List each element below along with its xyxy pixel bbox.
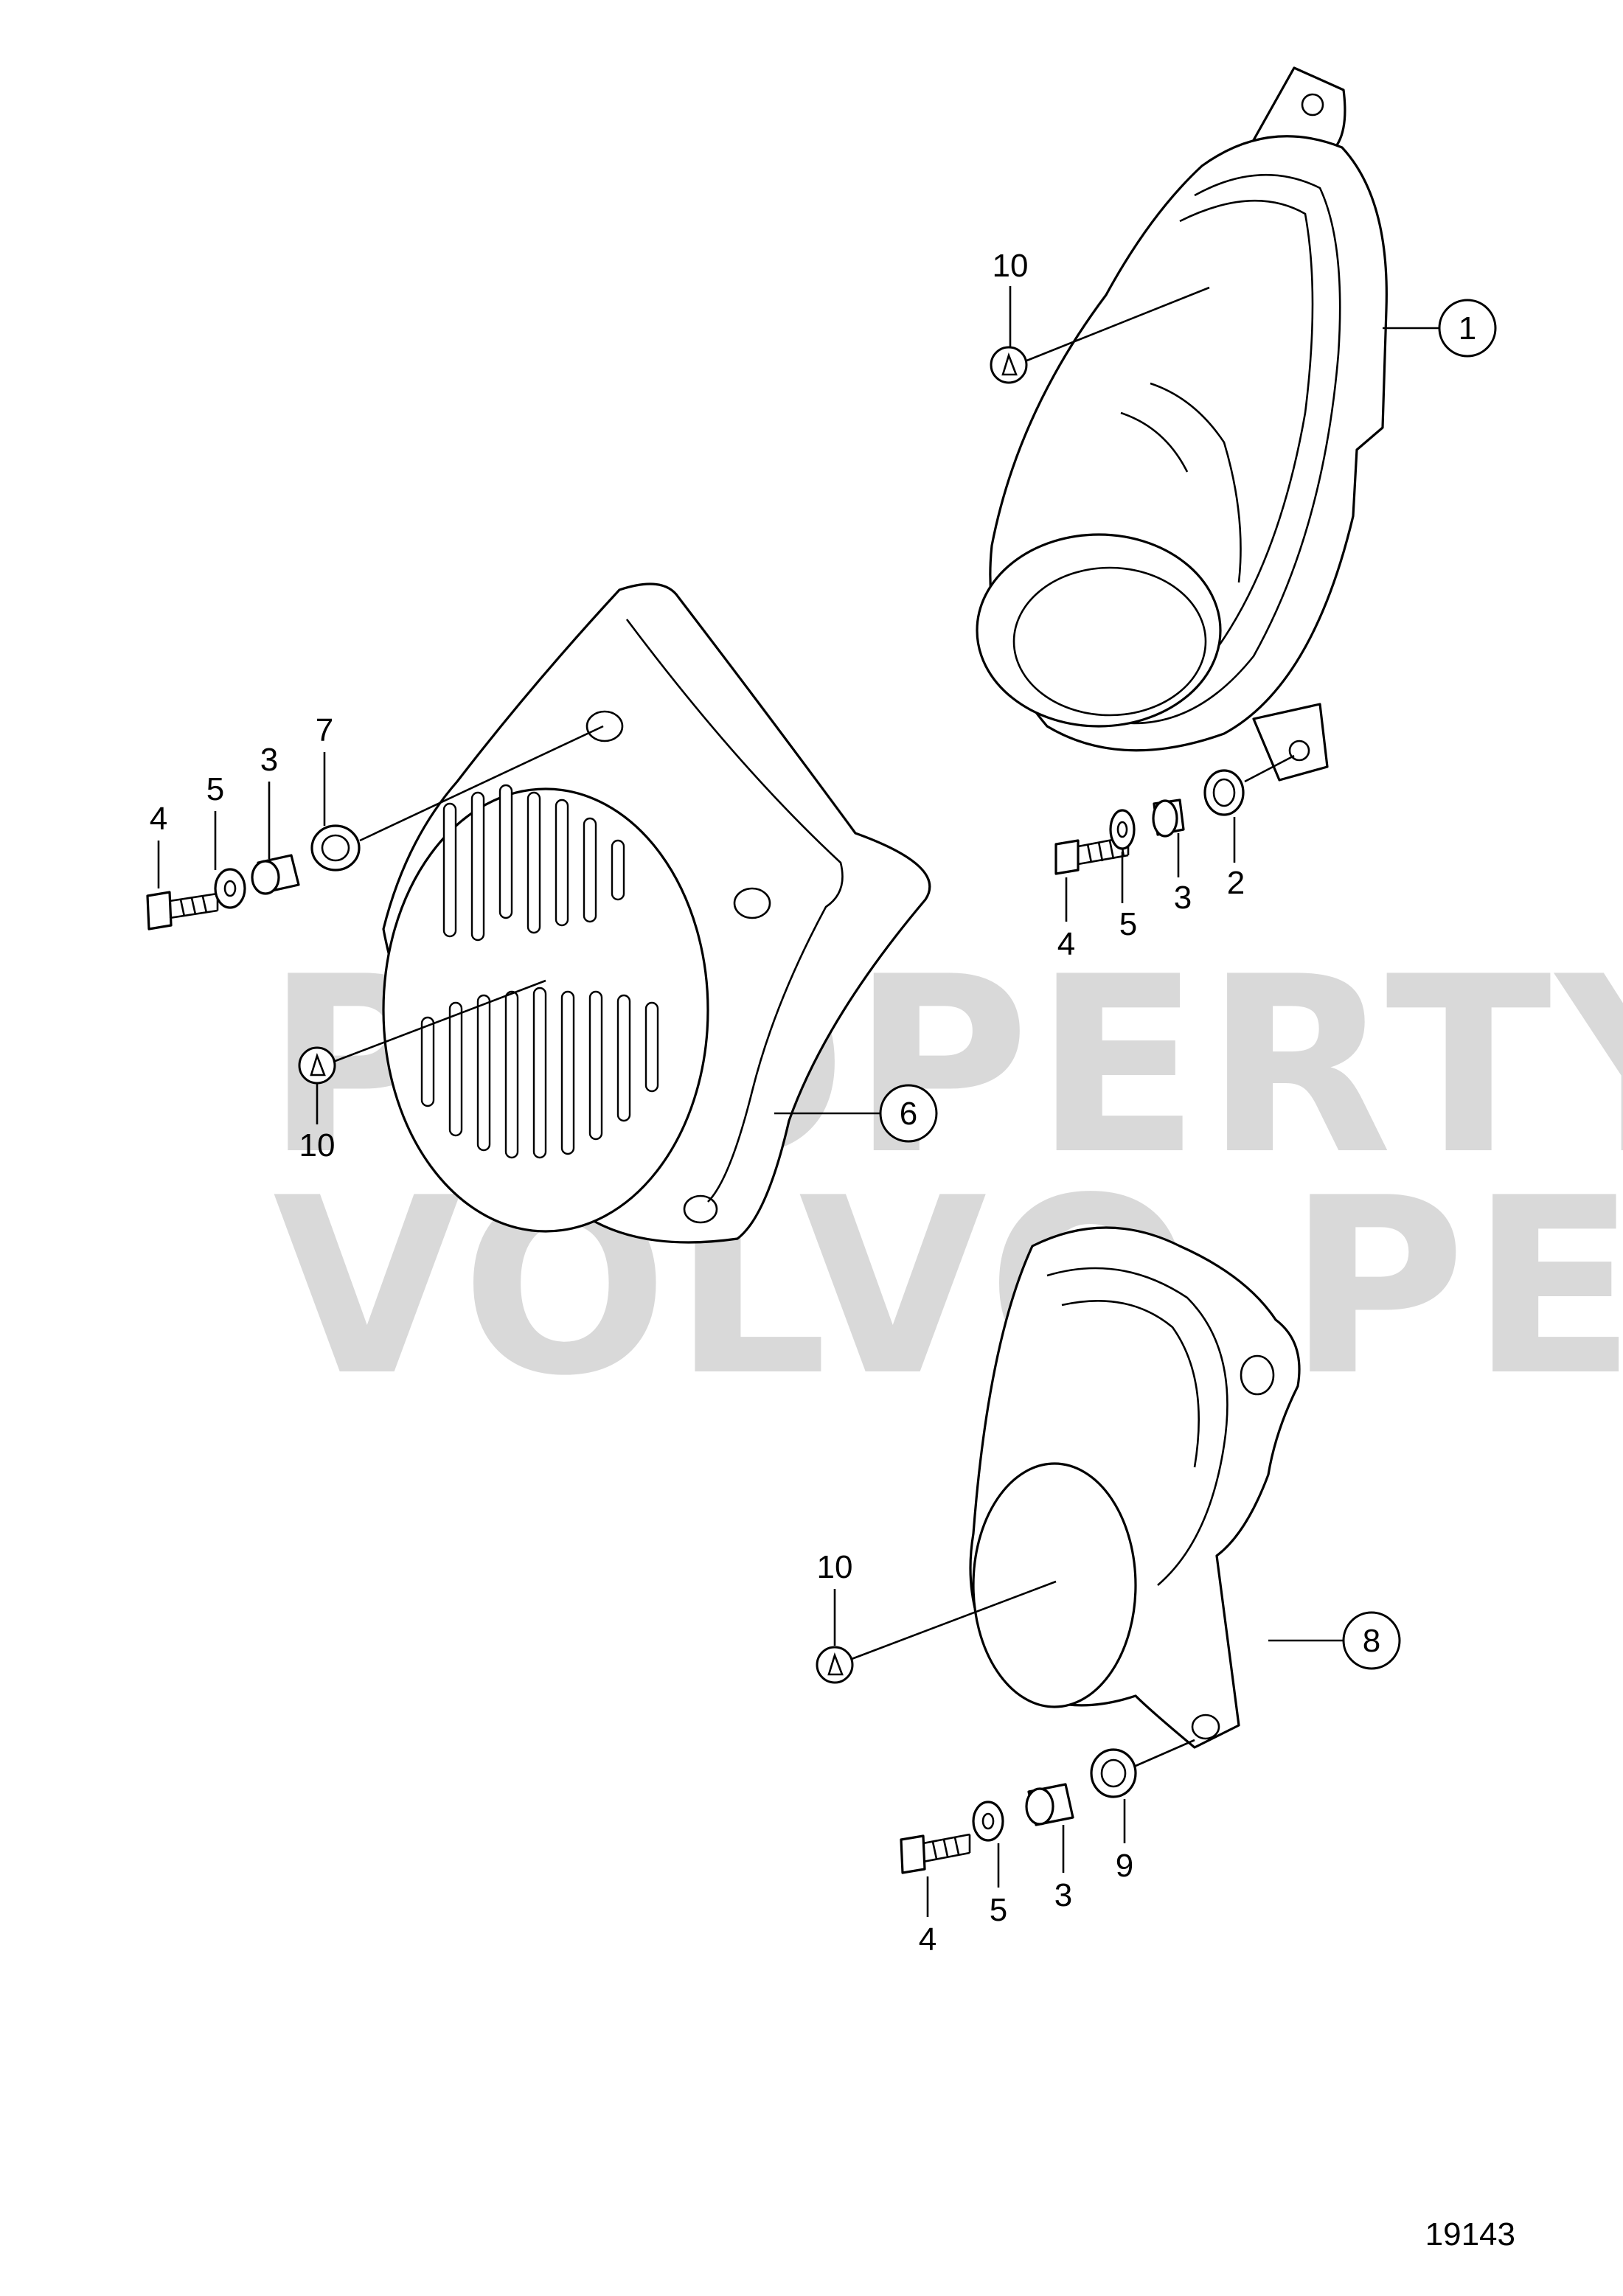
reference-mark-d <box>816 1580 1057 1684</box>
leader-lines <box>157 752 1236 1917</box>
hardware-group-d <box>900 1739 1195 1874</box>
cover-part-1 <box>976 66 1388 782</box>
grille-slots <box>420 784 659 1159</box>
callout-6: 6 <box>774 1084 938 1143</box>
hardware-group-b <box>146 725 604 930</box>
label-a10: 10 <box>993 248 1029 284</box>
label-d9: 9 <box>1116 1848 1133 1884</box>
part-number-labels: 10 4 5 3 2 4 5 3 7 10 10 4 5 3 9 <box>150 248 1245 1958</box>
label-a3: 3 <box>1174 880 1192 916</box>
label-d3: 3 <box>1054 1877 1072 1913</box>
label-b7: 7 <box>316 712 333 748</box>
callout-6-label: 6 <box>900 1096 917 1132</box>
label-d5: 5 <box>990 1892 1007 1928</box>
label-d4: 4 <box>919 1921 936 1958</box>
label-a4: 4 <box>1057 926 1075 962</box>
label-b3: 3 <box>260 742 278 778</box>
label-a2: 2 <box>1227 865 1245 901</box>
reference-mark-a <box>990 286 1210 384</box>
label-a5: 5 <box>1119 906 1137 942</box>
figure-number: 19143 <box>1425 2216 1515 2252</box>
cover-part-6 <box>382 582 931 1244</box>
hardware-group-a <box>1054 754 1295 875</box>
label-b4: 4 <box>150 801 167 837</box>
callout-1-label: 1 <box>1459 310 1476 347</box>
callout-8: 8 <box>1268 1611 1401 1670</box>
callout-8-label: 8 <box>1363 1623 1380 1659</box>
callout-1: 1 <box>1383 299 1497 358</box>
label-d10: 10 <box>817 1549 853 1585</box>
label-b5: 5 <box>206 771 224 807</box>
reference-mark-b <box>298 979 546 1124</box>
label-b10: 10 <box>299 1127 336 1163</box>
cover-part-8 <box>969 1226 1301 1749</box>
